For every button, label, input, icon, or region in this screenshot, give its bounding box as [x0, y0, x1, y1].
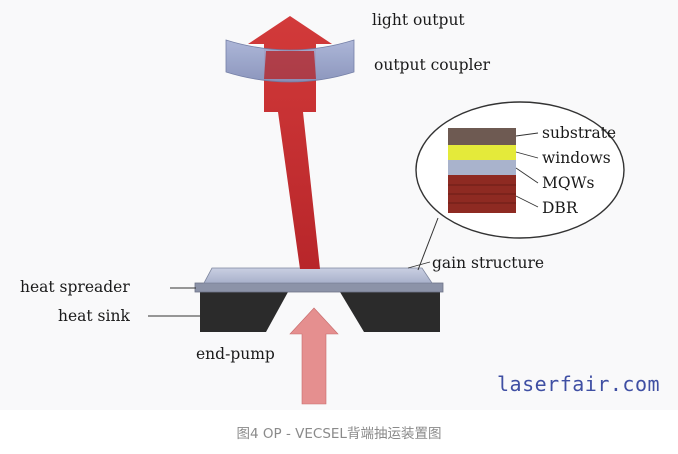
vecsel-diagram: light output output coupler gain structu…: [20, 11, 625, 405]
label-output-coupler: output coupler: [374, 56, 491, 74]
leader-dbr: [515, 195, 539, 208]
layer-substrate: [448, 128, 516, 145]
pump-arrow: [289, 307, 339, 405]
inset-connector-line: [417, 217, 439, 271]
heat-sink-left-block: [200, 292, 288, 332]
leader-windows: [515, 151, 539, 159]
label-layer-substrate: substrate: [542, 124, 616, 142]
label-layer-mqws: MQWs: [542, 174, 595, 192]
leader-mqws: [515, 167, 539, 184]
label-heat-spreader: heat spreader: [20, 278, 130, 296]
heat-sink-right-block: [340, 292, 440, 332]
leader-substrate: [515, 132, 539, 137]
figure-caption: 图4 OP - VECSEL背端抽运装置图: [236, 426, 442, 442]
beam-through-coupler: [264, 51, 316, 79]
label-gain-structure: gain structure: [432, 254, 544, 272]
label-layer-windows: windows: [542, 149, 611, 167]
label-heat-sink: heat sink: [58, 307, 130, 325]
layer-windows: [448, 145, 516, 160]
layer-inset-ellipse: [415, 101, 625, 239]
watermark-text: laserfair.com: [497, 372, 661, 396]
label-end-pump: end-pump: [196, 345, 275, 363]
layer-mqws: [448, 160, 516, 175]
heat-spreader: [194, 282, 444, 293]
label-layer-dbr: DBR: [542, 199, 579, 217]
label-light-output: light output: [372, 11, 465, 29]
leader-gain-structure: [407, 261, 431, 269]
gain-structure-chip: [203, 267, 433, 284]
